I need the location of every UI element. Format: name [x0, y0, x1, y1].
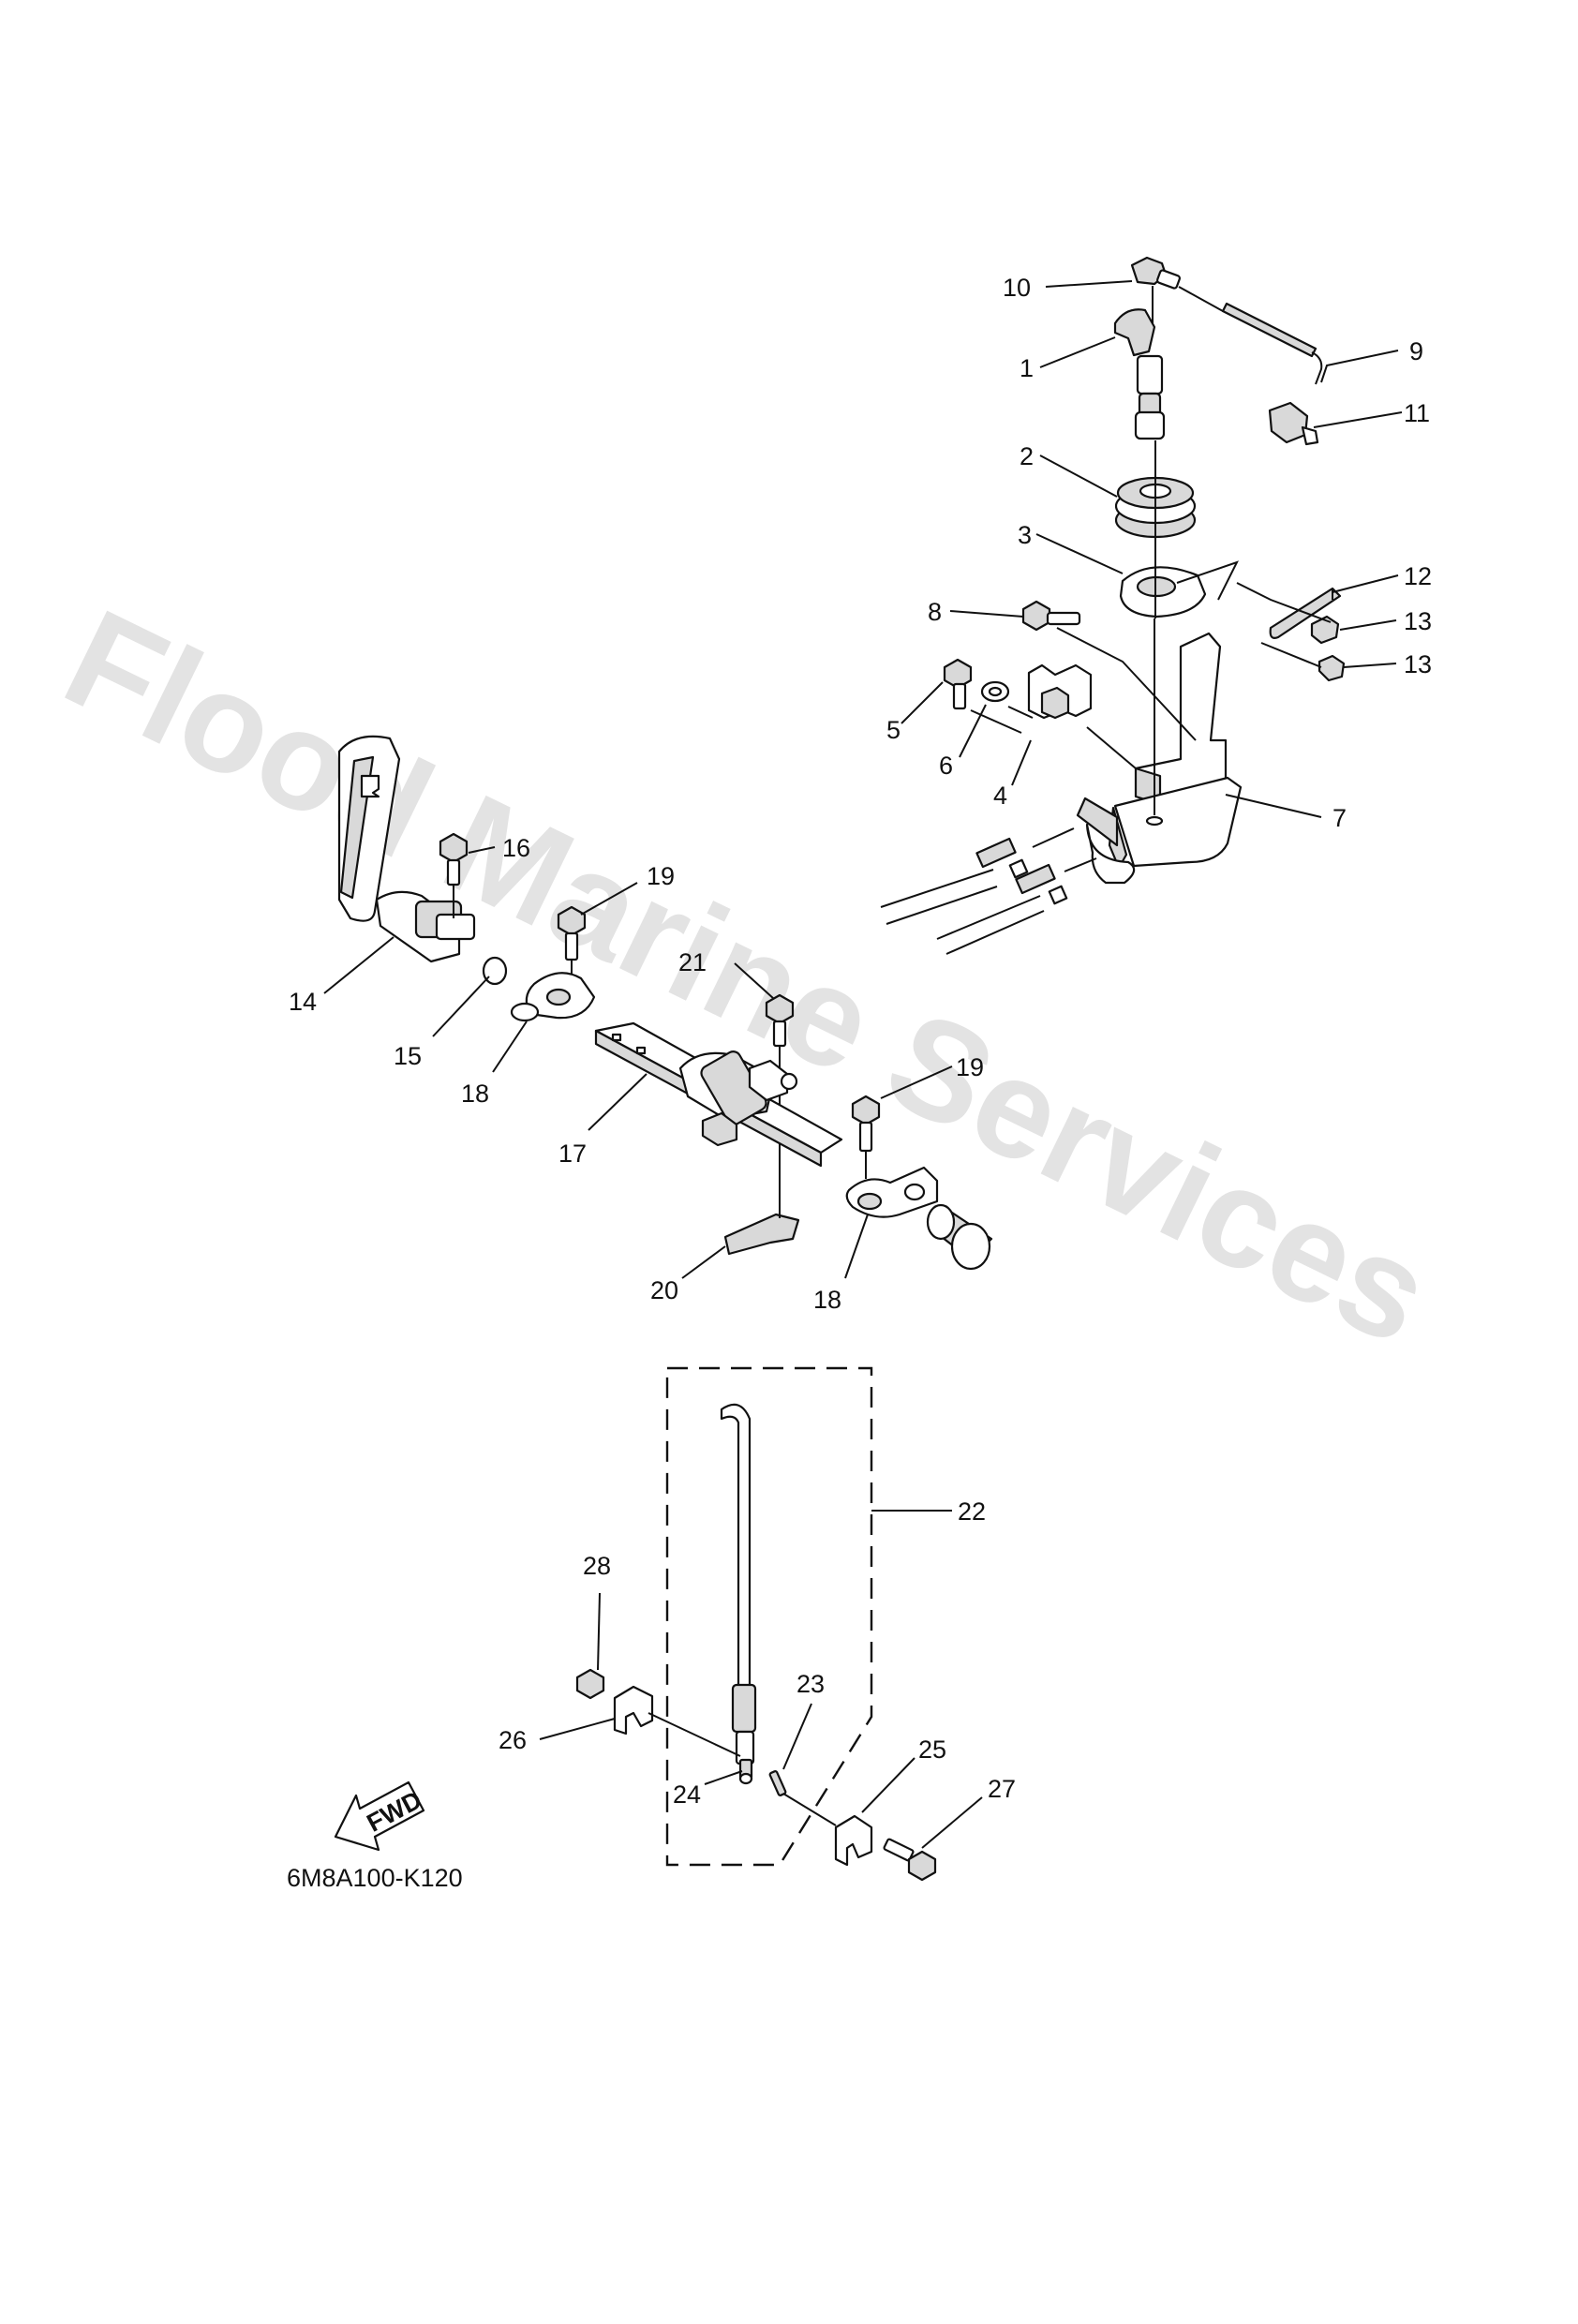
diagram-code: 6M8A100-K120 [287, 1864, 463, 1892]
callout-labels: 10 1 9 11 2 3 12 8 13 13 5 6 4 7 16 19 2… [289, 274, 1432, 1809]
part-10-clip [1130, 256, 1181, 290]
callout-17: 17 [558, 1140, 587, 1168]
part-22-kit-outline [665, 1366, 873, 1867]
part-18-holder-left [510, 972, 596, 1022]
callout-10: 10 [1003, 274, 1031, 302]
callout-2: 2 [1020, 442, 1034, 470]
part-4-clamp [1027, 663, 1093, 720]
callout-20: 20 [650, 1276, 678, 1304]
callout-13b: 13 [1404, 650, 1432, 678]
part-13-clip-upper [1310, 615, 1340, 645]
part-1-lever [1113, 286, 1166, 440]
part-25-clip [782, 1793, 873, 1867]
callout-27: 27 [988, 1775, 1016, 1803]
part-5-screw [943, 658, 973, 710]
dash-lines-upper [970, 440, 1332, 815]
part-18-holder-right [845, 1166, 939, 1218]
part-17-shaft [594, 1021, 843, 1168]
part-13-clip-lower [1260, 642, 1346, 682]
callout-19a: 19 [647, 862, 675, 890]
part-7-bracket [1076, 632, 1243, 885]
callout-21: 21 [678, 948, 707, 976]
callout-3: 3 [1018, 521, 1032, 549]
callout-6: 6 [939, 752, 953, 780]
part-6-washer [980, 680, 1010, 703]
callout-18a: 18 [461, 1080, 489, 1108]
callout-25: 25 [918, 1736, 946, 1764]
shift-rod [720, 1403, 757, 1765]
callout-19b: 19 [956, 1053, 984, 1081]
part-9-rod [1178, 286, 1323, 385]
part-11-clip [1268, 401, 1319, 446]
fwd-arrow-icon: FWD [334, 1780, 426, 1852]
callout-26: 26 [499, 1726, 527, 1754]
part-19-bolt-right [851, 1095, 881, 1179]
callout-14: 14 [289, 988, 317, 1016]
callout-9: 9 [1409, 337, 1423, 365]
callout-4: 4 [993, 782, 1007, 810]
callout-5: 5 [886, 716, 901, 744]
part-8-bolt [1021, 600, 1081, 632]
callout-23: 23 [796, 1670, 825, 1698]
cables [880, 827, 1097, 955]
callout-18b: 18 [813, 1286, 841, 1314]
part-3-plate [1119, 566, 1207, 618]
callout-15: 15 [394, 1042, 422, 1070]
part-20-plate [723, 1162, 800, 1256]
part-26-clip [613, 1685, 741, 1757]
bushing [926, 1203, 993, 1271]
part-16-screw [439, 832, 469, 918]
callout-16: 16 [502, 834, 530, 862]
callout-24: 24 [673, 1780, 701, 1809]
callout-28: 28 [583, 1552, 611, 1580]
leader-lines [323, 280, 1403, 1849]
part-23-pin [768, 1770, 787, 1796]
callout-1: 1 [1020, 354, 1034, 382]
callout-11: 11 [1404, 399, 1430, 427]
part-27-bolt [883, 1838, 937, 1882]
part-24-joint [738, 1758, 753, 1785]
callout-13a: 13 [1404, 607, 1432, 635]
callout-7: 7 [1332, 804, 1347, 832]
callout-12: 12 [1404, 562, 1432, 590]
callout-8: 8 [928, 598, 942, 626]
part-14-shift-lever [337, 735, 476, 963]
part-28-nut [575, 1668, 605, 1700]
callout-22: 22 [958, 1497, 986, 1526]
